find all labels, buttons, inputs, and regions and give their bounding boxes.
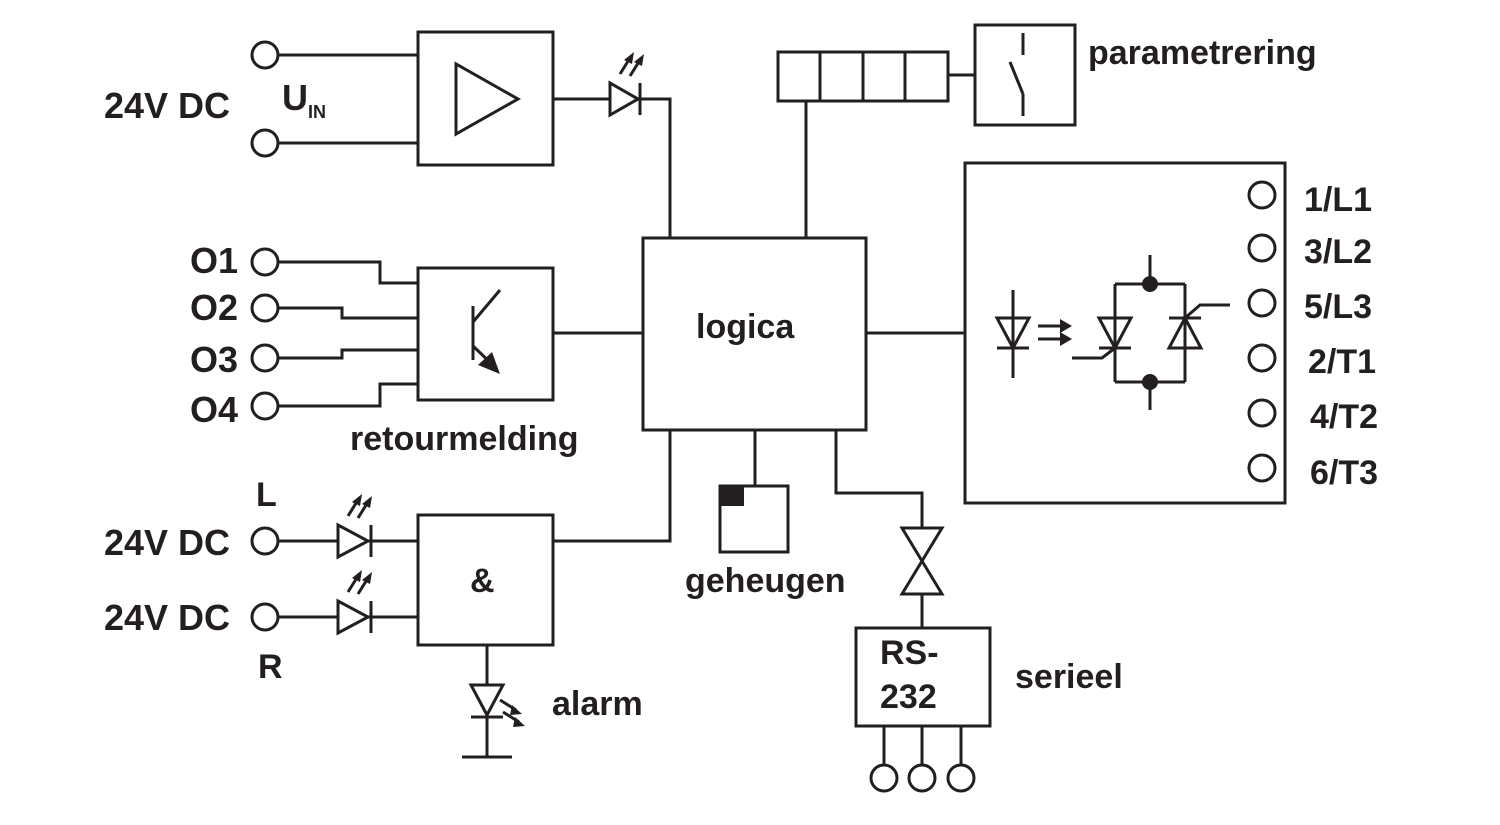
o2-terminal: [250, 293, 280, 323]
switch-icon: [1008, 33, 1025, 116]
o3-terminal: [250, 343, 280, 373]
led-l-icon: [336, 494, 373, 560]
transistor-icon: [471, 289, 502, 374]
geheugen-label: geheugen: [685, 562, 846, 600]
o4-label: O4: [190, 389, 238, 430]
serial-terminal: [869, 763, 899, 793]
terminal-5-l3: [1247, 288, 1277, 318]
o4-terminal: [250, 391, 280, 421]
supply-r-terminal: [250, 602, 280, 632]
load-section: 1/L1 3/L2 5/L3 2/T1 4/T2 6/T3: [963, 161, 1378, 505]
alarm-led-icon: [468, 683, 525, 727]
feedback-section: O1 O2 O3 O4 retourmelding: [190, 240, 643, 458]
o1-label: O1: [190, 240, 238, 281]
serial-section: RS- 232 serieel: [834, 430, 1123, 793]
retourmelding-label: retourmelding: [350, 420, 579, 458]
r-label: R: [258, 648, 283, 686]
terminal-label: 2/T1: [1308, 343, 1376, 381]
supply-l-terminal: [250, 526, 280, 556]
o3-label: O3: [190, 339, 238, 380]
terminal-1-l1: [1247, 180, 1277, 210]
power-switch-block: [963, 161, 1287, 505]
and-gate-label: &: [470, 562, 495, 600]
rs232-line2: 232: [880, 678, 937, 716]
uin-label: U: [282, 77, 308, 118]
alarm-section: L 24V DC 24V DC R &: [104, 430, 672, 759]
parameter-switch-block: [973, 23, 1077, 127]
serial-terminal: [907, 763, 937, 793]
transistor-output-block: [416, 266, 555, 402]
uin-subscript: IN: [308, 102, 326, 122]
uin-minus-terminal: [250, 128, 280, 158]
optocoupler-icon: [994, 290, 1072, 378]
terminal-label: 5/L3: [1304, 288, 1372, 326]
l-label: L: [256, 476, 277, 514]
supply-l-label: 24V DC: [104, 522, 230, 563]
supply-r-label: 24V DC: [104, 597, 230, 638]
parametrering-label: parametrering: [1088, 34, 1317, 72]
terminal-label: 6/T3: [1310, 454, 1378, 492]
led-r-icon: [336, 570, 373, 636]
terminal-3-l2: [1247, 233, 1277, 263]
terminal-4-t2: [1247, 398, 1277, 428]
isolation-valve-icon: [899, 526, 945, 596]
parametrering-section: parametrering: [776, 23, 1317, 238]
amplifier-block: [416, 30, 555, 167]
serial-terminal: [946, 763, 976, 793]
logic-section: logica: [641, 236, 965, 432]
o1-terminal: [250, 247, 280, 277]
uin-plus-terminal: [250, 40, 280, 70]
memory-section: geheugen: [685, 430, 846, 600]
memory-chip-icon: [720, 486, 744, 506]
alarm-label: alarm: [552, 685, 643, 723]
terminal-2-t1: [1247, 343, 1277, 373]
terminal-label: 3/L2: [1304, 233, 1372, 271]
power-led-icon: [608, 52, 644, 118]
thyristor-pair-icon: [1072, 255, 1230, 410]
logica-label: logica: [696, 308, 795, 346]
supply-top-label: 24V DC: [104, 85, 230, 126]
power-input-section: 24V DC U IN: [104, 30, 672, 238]
terminal-label: 1/L1: [1304, 181, 1372, 219]
and-gate-block: [416, 513, 555, 647]
amplifier-icon: [454, 61, 522, 137]
terminal-6-t3: [1247, 453, 1277, 483]
serieel-label: serieel: [1015, 658, 1123, 696]
o2-label: O2: [190, 287, 238, 328]
rs232-line1: RS-: [880, 634, 939, 672]
terminal-label: 4/T2: [1310, 398, 1378, 436]
